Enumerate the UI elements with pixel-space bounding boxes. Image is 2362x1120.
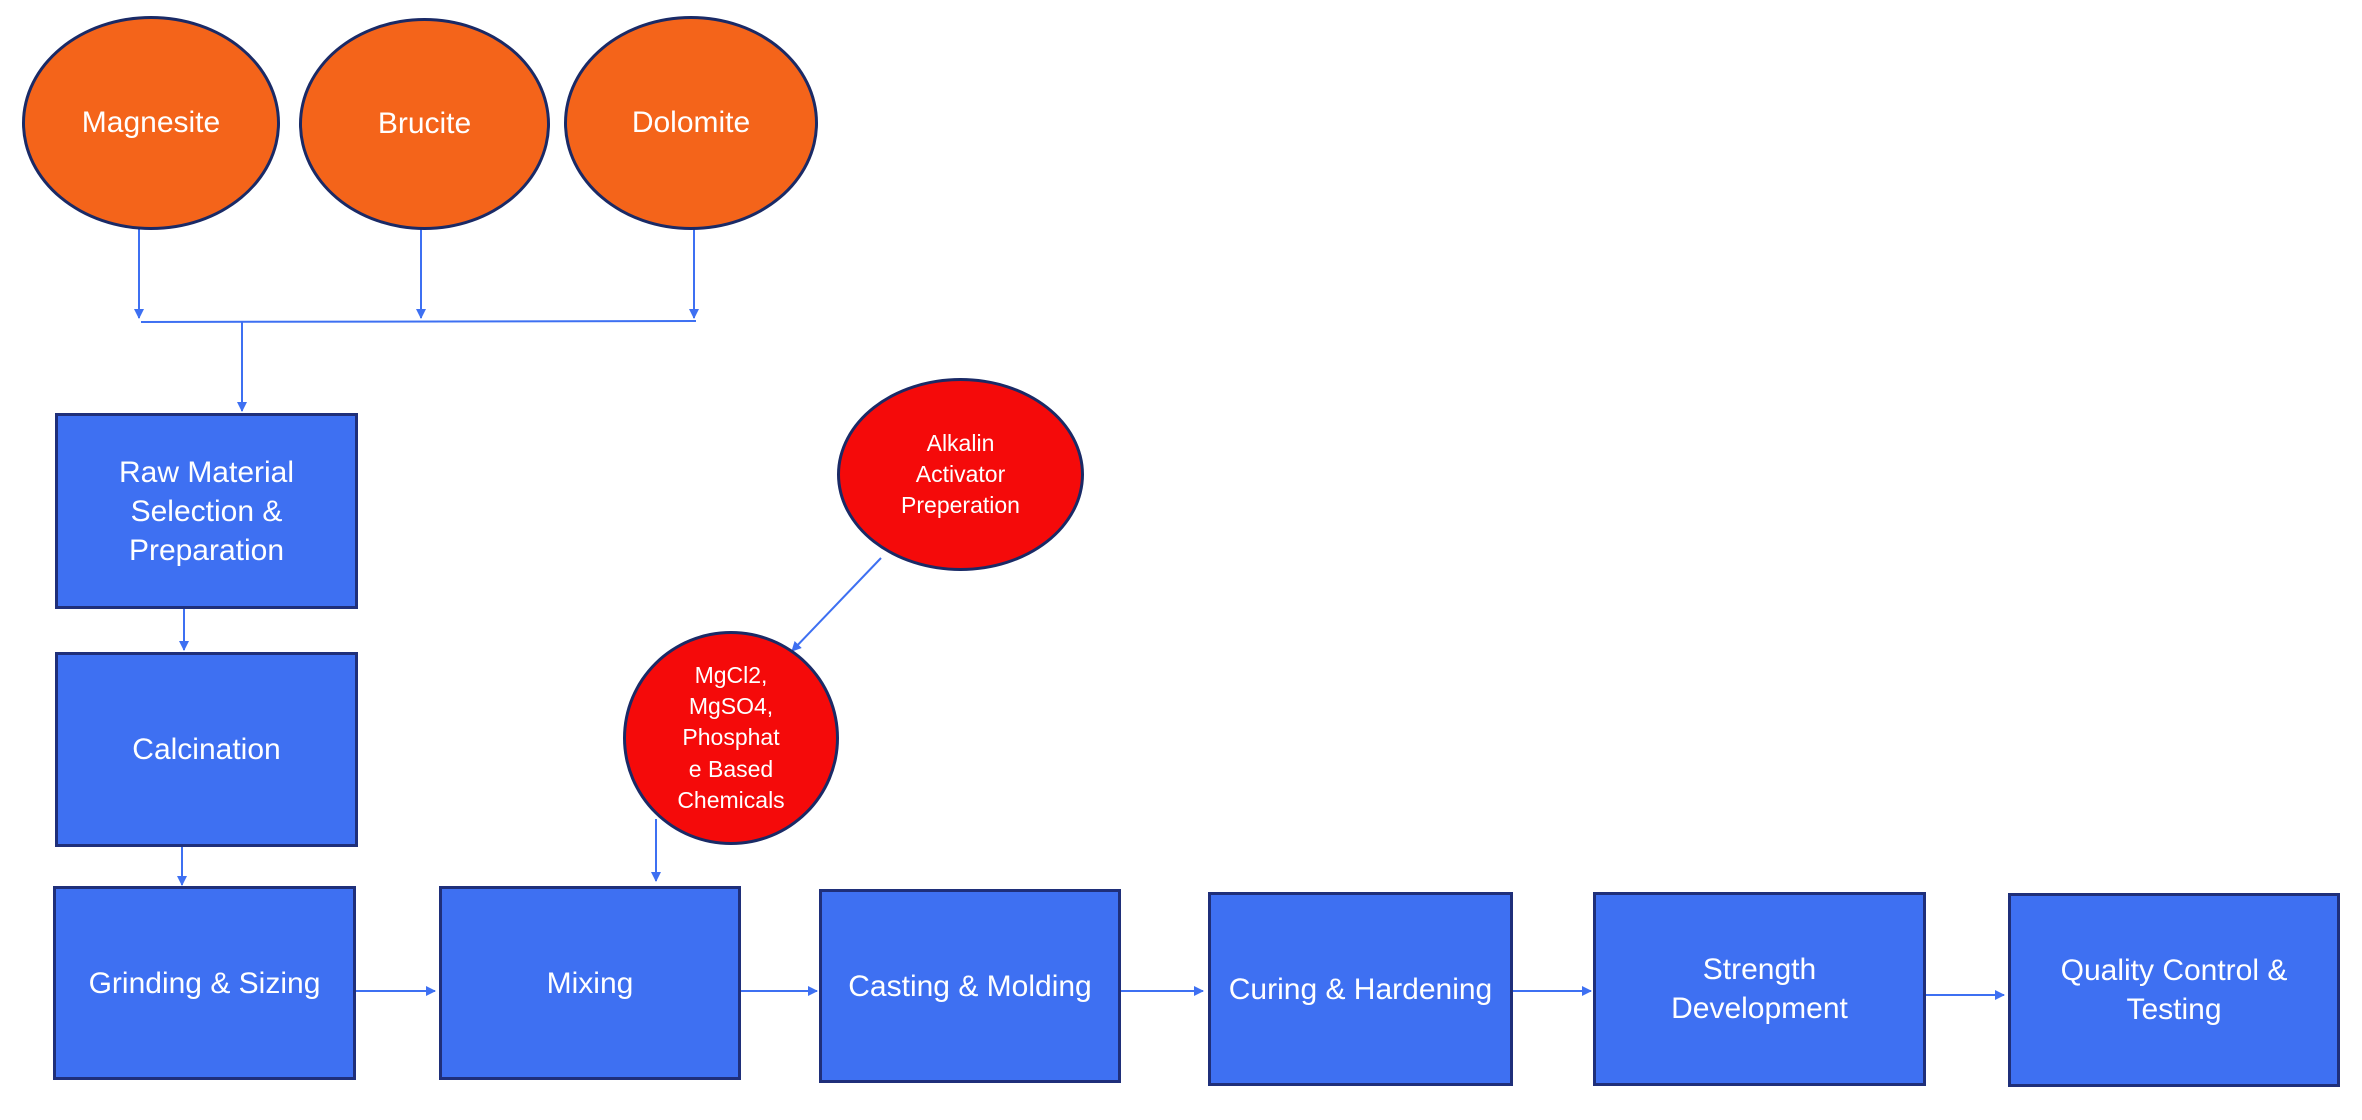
dolomite-node: Dolomite: [564, 16, 818, 230]
collector-line: [140, 320, 697, 323]
curing-label: Curing & Hardening: [1228, 972, 1493, 1006]
brucite-label: Brucite: [377, 107, 472, 140]
dolomite-label: Dolomite: [631, 106, 751, 139]
grinding-step: Grinding & Sizing: [53, 886, 356, 1080]
arrow-activator-to-chemicals: [791, 557, 882, 652]
curing-step: Curing & Hardening: [1208, 892, 1513, 1086]
mixing-step: Mixing: [439, 886, 741, 1080]
grinding-label: Grinding & Sizing: [88, 966, 321, 1000]
activator-node: Alkalin Activator Preperation: [837, 378, 1084, 571]
mixing-label: Mixing: [546, 966, 634, 1000]
brucite-node: Brucite: [299, 18, 550, 230]
magnesite-node: Magnesite: [22, 16, 280, 230]
calcination-label: Calcination: [132, 733, 281, 766]
chemicals-label: MgCl2, MgSO4, Phosphat e Based Chemicals: [677, 662, 785, 813]
quality-step: Quality Control & Testing: [2008, 893, 2340, 1087]
casting-label: Casting & Molding: [848, 969, 1092, 1003]
raw-material-label: Raw Material Selection & Preparation: [118, 455, 295, 567]
chemicals-node: MgCl2, MgSO4, Phosphat e Based Chemicals: [623, 631, 839, 845]
strength-label: Strength Development: [1671, 953, 1848, 1025]
casting-step: Casting & Molding: [819, 889, 1121, 1083]
magnesite-label: Magnesite: [81, 106, 221, 139]
strength-step: Strength Development: [1593, 892, 1926, 1086]
quality-label: Quality Control & Testing: [2060, 954, 2288, 1026]
activator-label: Alkalin Activator Preperation: [901, 429, 1020, 519]
calcination-step: Calcination: [55, 652, 358, 847]
raw-material-step: Raw Material Selection & Preparation: [55, 413, 358, 609]
